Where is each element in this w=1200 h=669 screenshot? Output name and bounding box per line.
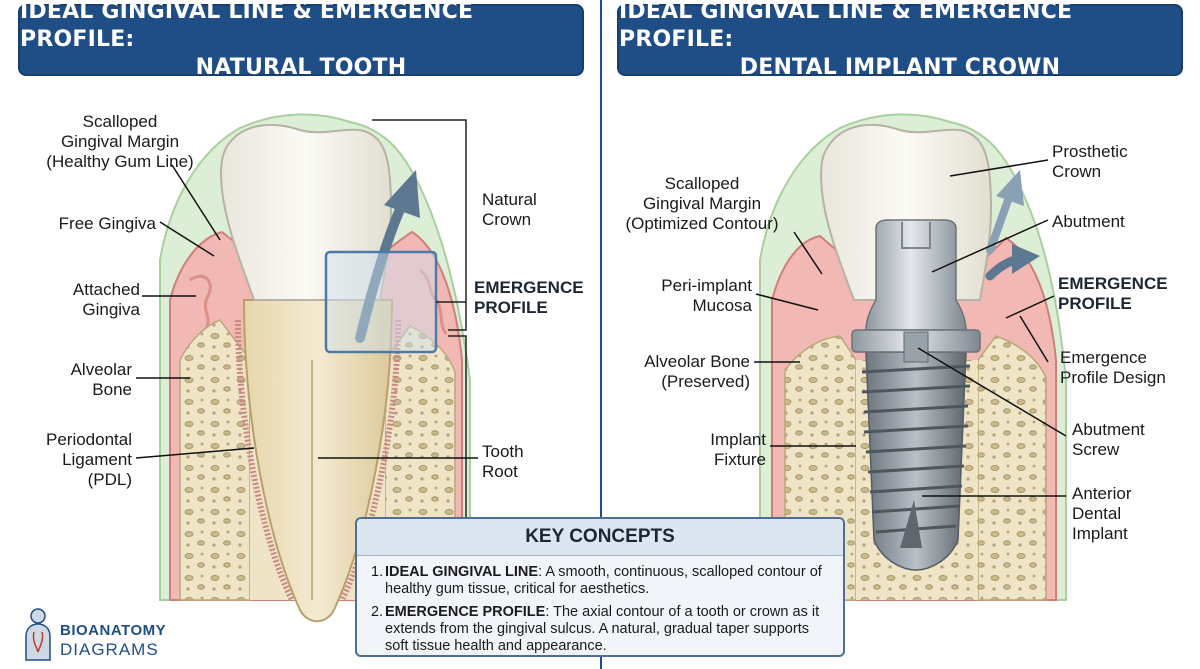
- implant-emergence-arrowhead: [1012, 244, 1040, 274]
- implant-figure: [754, 113, 1067, 601]
- label-alveolar-bone: Alveolar Bone: [70, 360, 132, 399]
- label-emergence-profile-right: EMERGENCE PROFILE: [1058, 274, 1168, 313]
- anatomy-figure-icon: [25, 608, 51, 661]
- label-alveolar-bone-preserved: Alveolar Bone (Preserved): [644, 352, 750, 391]
- concept-num-2: 2.: [371, 604, 384, 620]
- fixture-vent: [900, 500, 922, 548]
- label-emergence-profile-design: Emergence Profile Design: [1060, 348, 1166, 387]
- leader-r-abutment: [931, 219, 1049, 273]
- abutment-screw: [903, 331, 929, 363]
- left-panel-title: IDEAL GINGIVAL LINE & EMERGENCE PROFILE:…: [18, 0, 584, 80]
- concept-num-1: 1.: [371, 564, 384, 580]
- concept-item-1: 1.IDEAL GINGIVAL LINE: A smooth, continu…: [357, 564, 843, 598]
- logo-line1: BIOANATOMY: [60, 622, 167, 639]
- leader-r-emergence: [1005, 295, 1055, 319]
- label-scalloped-optimized: Scalloped Gingival Margin (Optimized Con…: [625, 174, 779, 233]
- leader-scalloped: [171, 164, 221, 241]
- concept-text-2: : The axial contour of a tooth or crown …: [385, 604, 820, 654]
- leader-r-mucosa: [755, 293, 819, 311]
- label-free-gingiva: Free Gingiva: [58, 214, 156, 233]
- label-natural-crown: Natural Crown: [482, 190, 537, 229]
- label-tooth-root: Tooth Root: [482, 442, 524, 481]
- label-prosthetic-crown: Prosthetic Crown: [1052, 142, 1128, 181]
- label-emergence-profile-left: EMERGENCE PROFILE: [474, 278, 584, 317]
- key-concepts-box: KEY CONCEPTS 1.IDEAL GINGIVAL LINE: A sm…: [355, 517, 845, 657]
- crown-arrowhead: [996, 170, 1024, 206]
- emergence-arrowhead: [384, 170, 420, 218]
- panel-divider: [600, 0, 602, 669]
- label-pdl: Periodontal Ligament (PDL): [45, 430, 132, 489]
- implant-threads: [861, 364, 971, 534]
- gingiva-texture-left: [189, 274, 212, 331]
- bioanatomy-logo: BIOANATOMY DIAGRAMS: [18, 606, 178, 662]
- leader-free-gingiva: [159, 221, 215, 257]
- abutment: [865, 219, 967, 331]
- label-anterior-dental-implant: Anterior Dental Implant: [1072, 484, 1132, 543]
- leader-r-screw: [917, 347, 1067, 437]
- crown-bracket: [372, 119, 467, 331]
- key-concepts-heading: KEY CONCEPTS: [357, 519, 843, 556]
- label-abutment: Abutment: [1052, 212, 1125, 231]
- right-title-line1: IDEAL GINGIVAL LINE & EMERGENCE PROFILE:: [619, 0, 1073, 52]
- concept-term-2: EMERGENCE PROFILE: [385, 604, 546, 620]
- leader-pdl: [135, 447, 255, 459]
- left-title-line2: NATURAL TOOTH: [195, 55, 407, 80]
- label-peri-implant-mucosa: Peri-implant Mucosa: [661, 276, 752, 315]
- concept-text-1: : A smooth, continuous, scalloped contou…: [385, 564, 822, 597]
- right-panel-title: IDEAL GINGIVAL LINE & EMERGENCE PROFILE:…: [617, 0, 1183, 80]
- label-abutment-screw: Abutment Screw: [1072, 420, 1145, 459]
- alveolar-bone-left: [179, 319, 251, 601]
- natural-tooth-figure: [135, 113, 478, 623]
- leader-r-scalloped: [793, 231, 823, 275]
- label-implant-fixture: Implant Fixture: [710, 430, 766, 469]
- leader-r-design: [1019, 315, 1049, 363]
- leader-r-crown: [949, 159, 1049, 177]
- label-scalloped-gingival-margin: Scalloped Gingival Margin (Healthy Gum L…: [46, 112, 194, 171]
- label-attached-gingiva: Attached Gingiva: [72, 280, 140, 319]
- emergence-arrow: [355, 200, 407, 343]
- logo-line2: DIAGRAMS: [60, 640, 159, 659]
- pdl-layer: [235, 319, 401, 602]
- concept-term-1: IDEAL GINGIVAL LINE: [385, 564, 539, 580]
- implant-bone-right: [977, 335, 1047, 601]
- concept-item-2: 2.EMERGENCE PROFILE: The axial contour o…: [357, 604, 843, 655]
- emergence-highlight-box: [324, 250, 438, 354]
- right-title-line2: DENTAL IMPLANT CROWN: [739, 55, 1061, 80]
- abutment-slot: [901, 222, 931, 249]
- left-title-line1: IDEAL GINGIVAL LINE & EMERGENCE PROFILE:: [20, 0, 474, 52]
